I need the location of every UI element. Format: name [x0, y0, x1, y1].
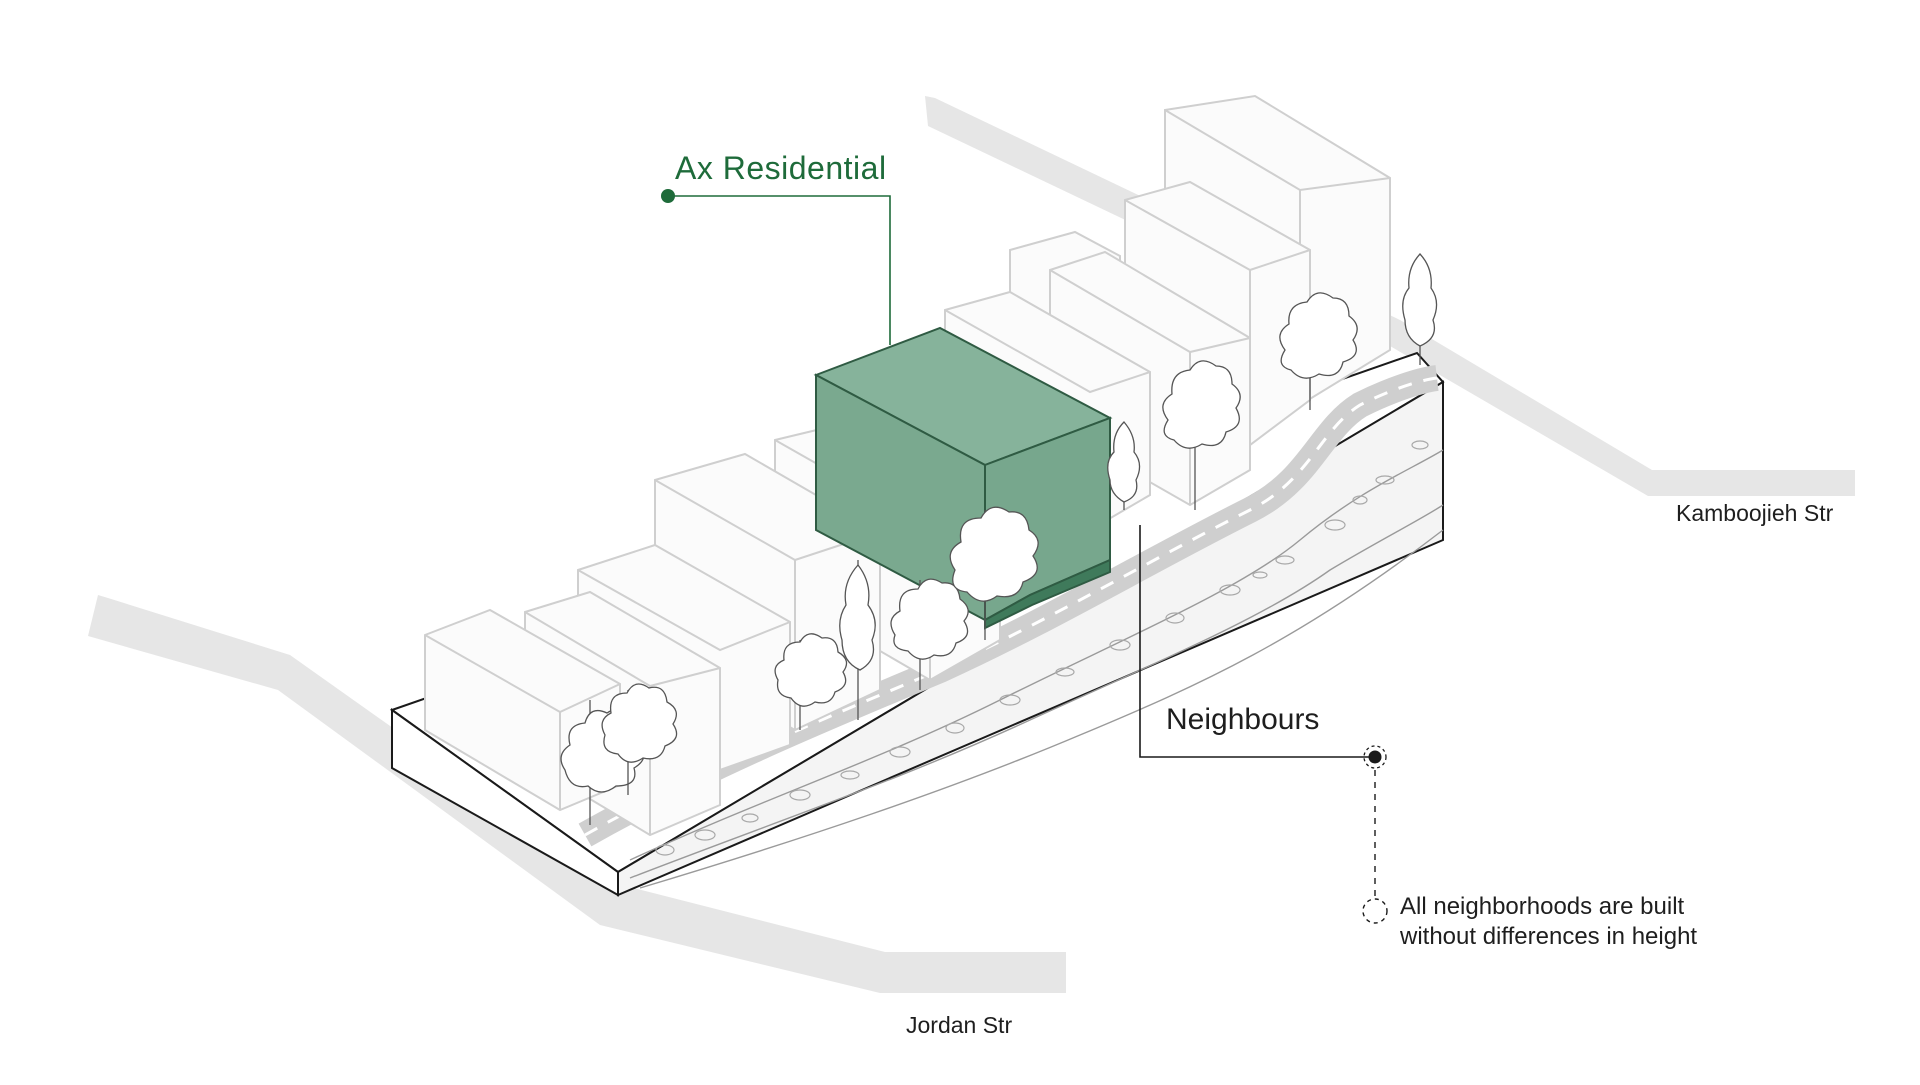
tree-icon: [1107, 421, 1141, 510]
neighbours-label: Neighbours: [1166, 703, 1320, 736]
kamboojieh-street-label: Kamboojieh Str: [1676, 500, 1834, 526]
leader-neighbours: [1139, 525, 1375, 758]
soil-pebbles: [655, 440, 1429, 856]
trees: [560, 253, 1438, 825]
tree-icon: [839, 560, 876, 720]
tree-icon: [1402, 253, 1438, 365]
street-band-jordan: [88, 595, 1066, 993]
jordan-street-label: Jordan Str: [906, 1012, 1013, 1038]
leader-ax-residential: [668, 195, 891, 345]
tree-icon: [1162, 360, 1241, 510]
tree-icon: [774, 633, 848, 730]
ax-residential-label: Ax Residential: [675, 150, 887, 186]
dashed-circle-icon: [1362, 898, 1388, 924]
target-dot-icon: [1363, 745, 1387, 769]
tree-icon: [890, 578, 969, 690]
tree-icon: [601, 683, 678, 795]
tree-icon: [1279, 292, 1358, 410]
leader-dot-icon: [661, 189, 675, 203]
tree-icon: [949, 506, 1039, 640]
height-note: All neighborhoods are built without diff…: [1400, 893, 1698, 950]
